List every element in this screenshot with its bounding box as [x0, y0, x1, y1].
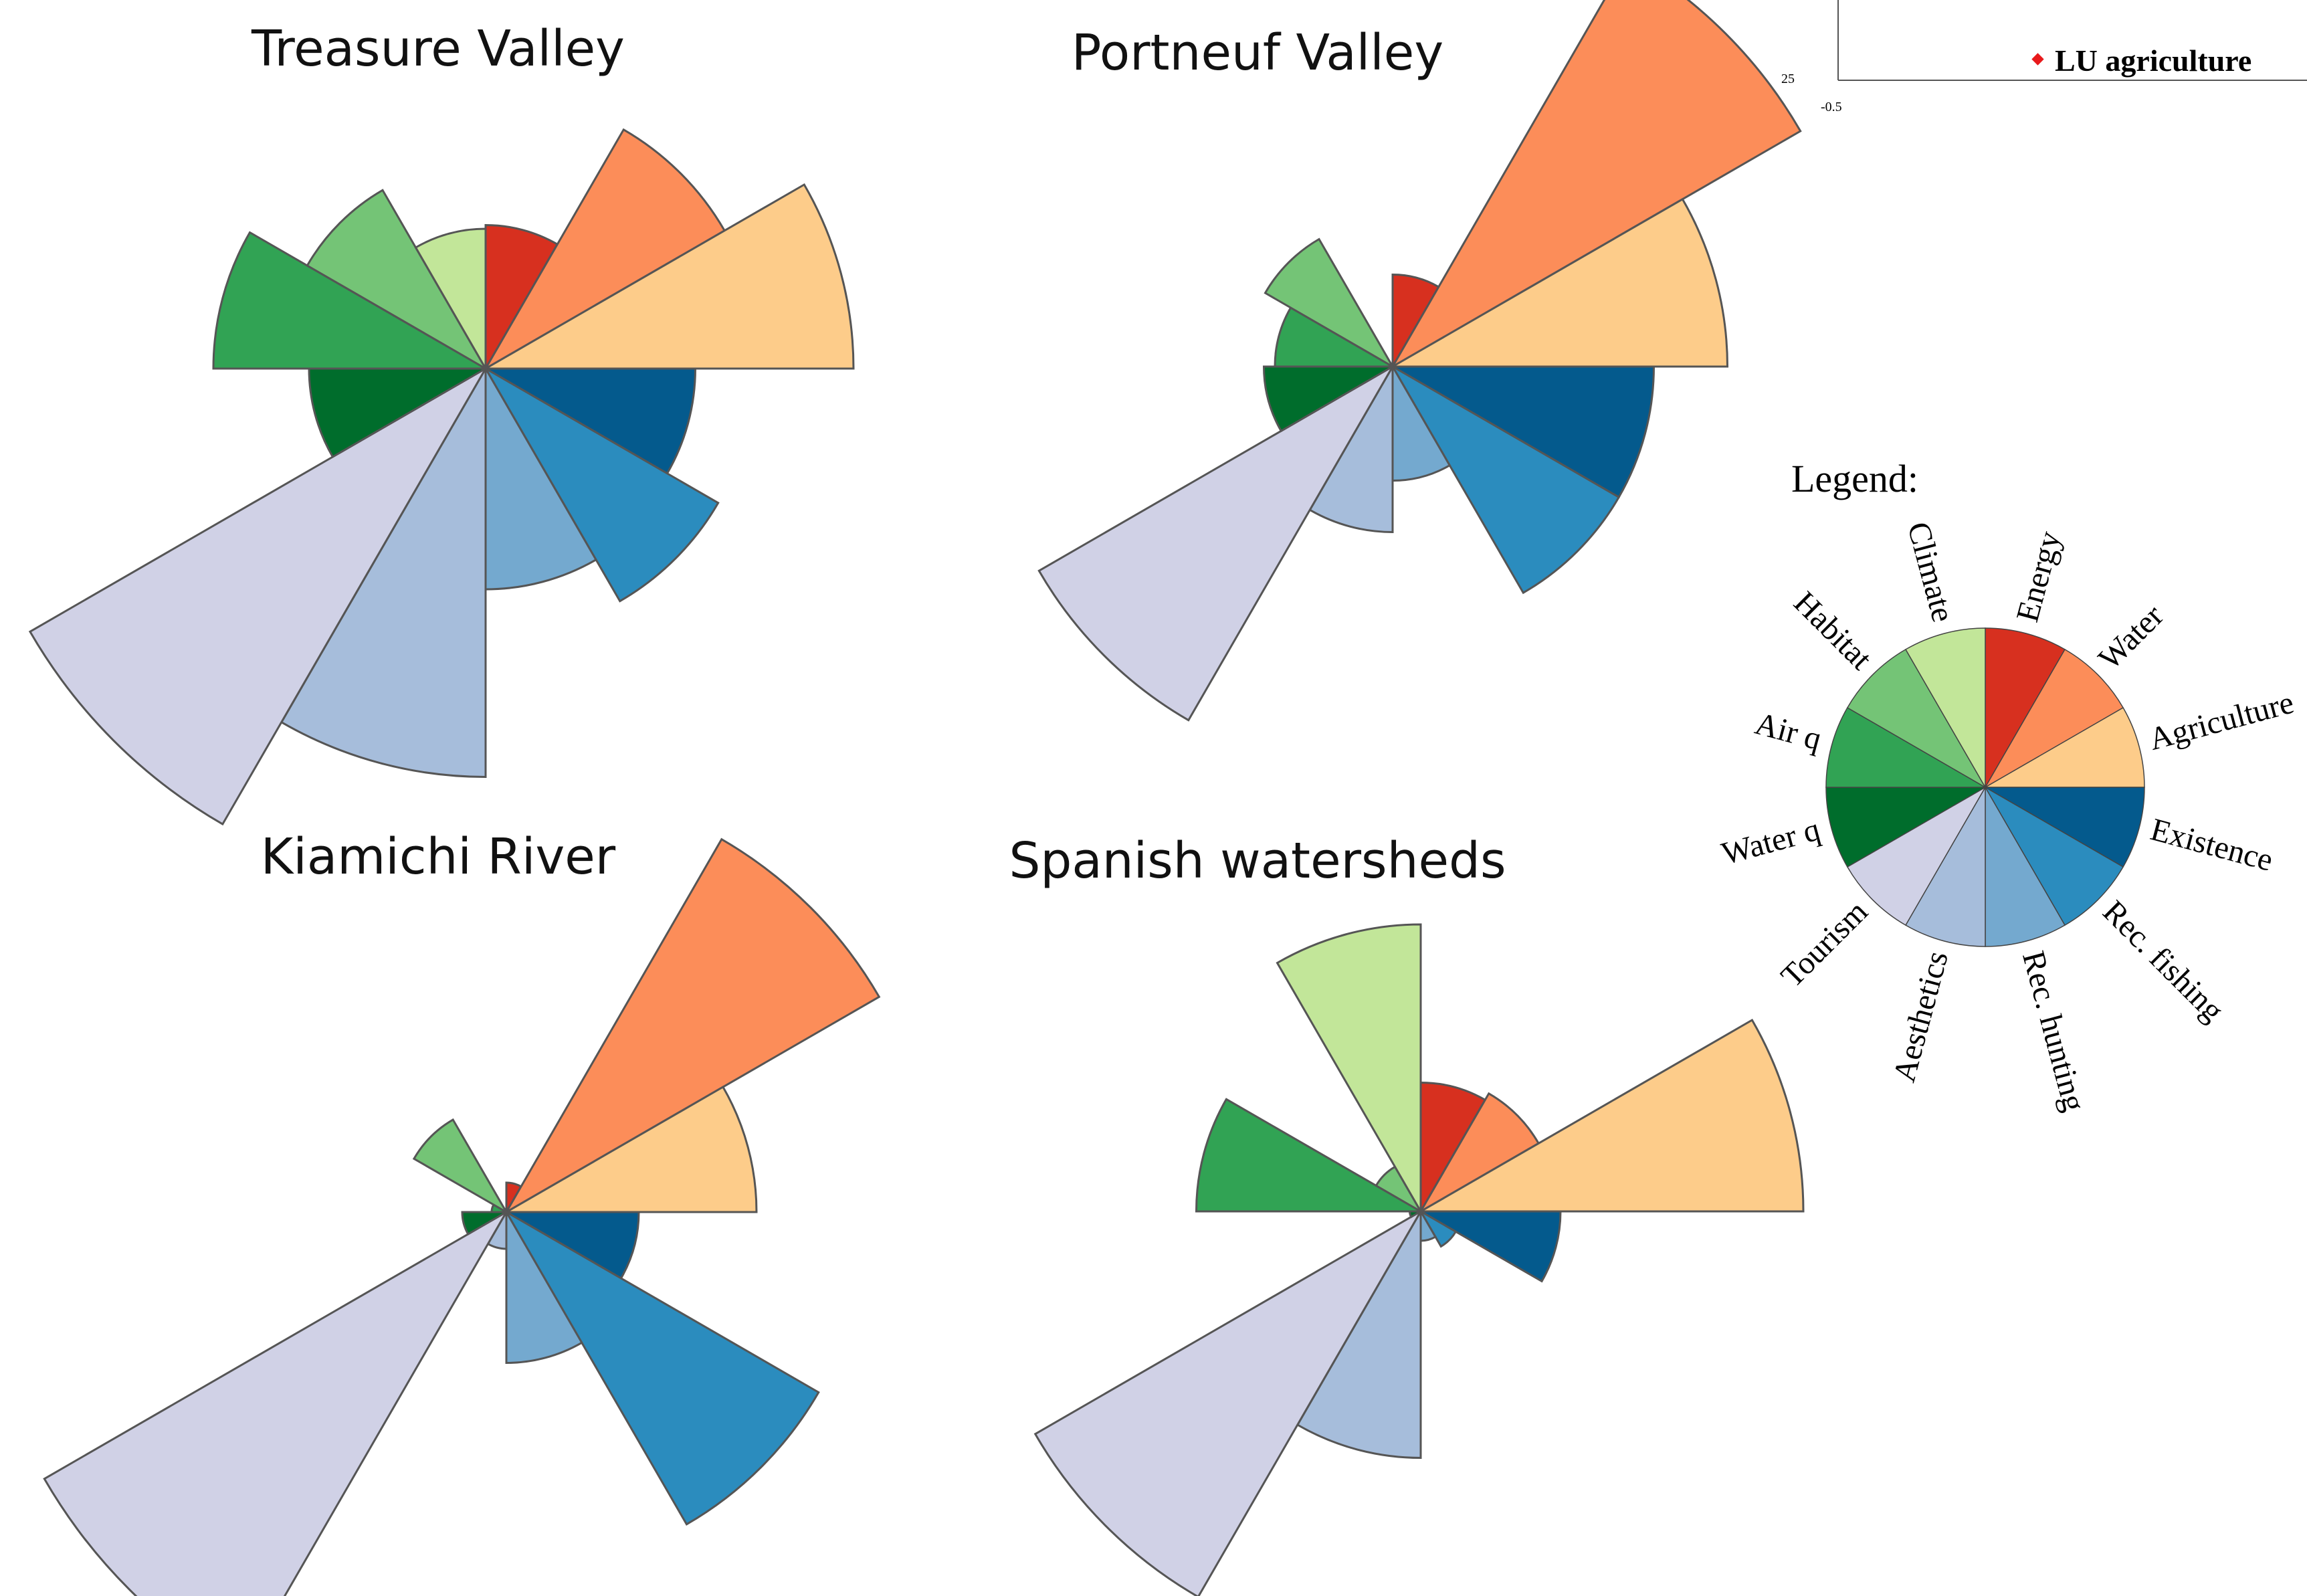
petals — [28, 128, 855, 826]
legend-label-existence: Existence — [2147, 811, 2277, 878]
petal-rec-fishing — [503, 1209, 820, 1526]
legend-marker-diamond — [2031, 53, 2044, 66]
legend-wedge-water-q — [1825, 787, 1987, 868]
legend-label-air-q: Air q — [1751, 706, 1825, 757]
petal-water-q — [461, 1211, 510, 1236]
fragment-x-tick: -0.5 — [1821, 100, 1842, 114]
petal-aesthetics — [1308, 363, 1394, 534]
legend-label-water-q: Water q — [1718, 811, 1823, 872]
legend-label-habitat: Habitat — [1787, 585, 1880, 677]
petal-water — [503, 837, 881, 1215]
petal-tourism — [28, 365, 489, 826]
petal-water-q — [308, 367, 490, 459]
petal-energy — [1419, 1081, 1487, 1215]
petal-water — [1389, 0, 1802, 370]
chart-title: Spanish watersheds — [1009, 832, 1506, 890]
legend-label-energy: Energy — [2009, 528, 2068, 626]
chart-kiamichi-river: Kiamichi River — [43, 828, 881, 1596]
petal-air-q — [1274, 306, 1397, 368]
petal-tourism — [1033, 1208, 1424, 1596]
legend-label-aesthetics: Aesthetics — [1886, 947, 1955, 1086]
chart-portneuf-valley: Portneuf Valley — [1037, 0, 1802, 722]
petal-air-q — [1195, 1098, 1425, 1213]
legend-wedge-agriculture — [1983, 706, 2145, 788]
petal-water — [1417, 1092, 1540, 1215]
petal-climate — [1276, 923, 1422, 1215]
petal-aesthetics — [280, 365, 487, 779]
legend-wedge-water — [1983, 648, 2124, 789]
chart-title: Portneuf Valley — [1072, 24, 1443, 82]
fragment-y-tick: 25 — [1781, 72, 1795, 86]
petal-agriculture — [502, 1085, 758, 1213]
petal-habitat — [306, 189, 489, 372]
chart-title: Kiamichi River — [261, 828, 616, 886]
petal-water — [482, 128, 726, 372]
petal-habitat — [1264, 237, 1396, 370]
chart-treasure-valley: Treasure Valley — [28, 20, 855, 826]
petal-rec-fishing — [482, 365, 720, 603]
petals — [1033, 923, 1805, 1596]
legend-label-tourism: Tourism — [1774, 894, 1874, 994]
legend-wedge-tourism — [1846, 785, 1987, 926]
cropped-chart-fragment: 25 -0.5 LU agriculture — [1781, 0, 2307, 114]
legend-label-rec-hunting: Rec. hunting — [2015, 947, 2092, 1115]
petal-water-q — [1262, 365, 1397, 433]
legend-wheel — [1825, 627, 2145, 947]
petal-rec-hunting — [505, 1208, 583, 1365]
petal-rec-fishing — [1389, 363, 1621, 595]
petal-energy — [484, 223, 559, 373]
petal-habitat — [412, 1118, 510, 1215]
legend-wedge-existence — [1983, 787, 2145, 868]
petal-agriculture — [482, 183, 855, 370]
petal-existence — [502, 1211, 640, 1280]
petal-existence — [482, 367, 697, 475]
petal-air-q — [212, 231, 490, 370]
legend-wedge-aesthetics — [1904, 785, 1986, 947]
petal-rec-fishing — [1417, 1208, 1458, 1248]
legend-label-climate: Climate — [1900, 518, 1961, 626]
petals — [43, 837, 881, 1596]
petal-agriculture — [1417, 1018, 1805, 1213]
legend-wedge-rec-fishing — [1983, 785, 2124, 926]
legend-label-rec-fishing: Rec. fishing — [2096, 894, 2231, 1029]
petal-tourism — [43, 1209, 510, 1596]
legend-label-agriculture: Agriculture — [2145, 685, 2297, 757]
chart-spanish-watersheds: Spanish watersheds — [1009, 832, 1805, 1596]
petal-agriculture — [1389, 197, 1729, 368]
fragment-legend-label: LU agriculture — [2055, 43, 2251, 78]
petals — [1037, 0, 1802, 722]
legend-wedge-climate — [1904, 627, 1986, 789]
petal-existence — [1389, 365, 1656, 499]
legend-title: Legend: — [1791, 457, 1918, 500]
petal-tourism — [1037, 363, 1396, 722]
petal-rec-hunting — [484, 365, 598, 591]
legend-wedge-rec-hunting — [1985, 785, 2066, 947]
chart-title: Treasure Valley — [251, 20, 625, 78]
petal-existence — [1417, 1210, 1562, 1283]
legend: Legend: EnergyWaterAgricultureExistenceR… — [1718, 457, 2297, 1115]
legend-wedge-habitat — [1846, 648, 1987, 789]
legend-label-water: Water — [2092, 598, 2171, 677]
petal-rec-hunting — [1391, 363, 1451, 482]
legend-wedge-air-q — [1825, 706, 1987, 788]
petal-climate — [414, 227, 487, 373]
petal-aesthetics — [1296, 1207, 1422, 1460]
legend-wedge-energy — [1985, 627, 2066, 789]
